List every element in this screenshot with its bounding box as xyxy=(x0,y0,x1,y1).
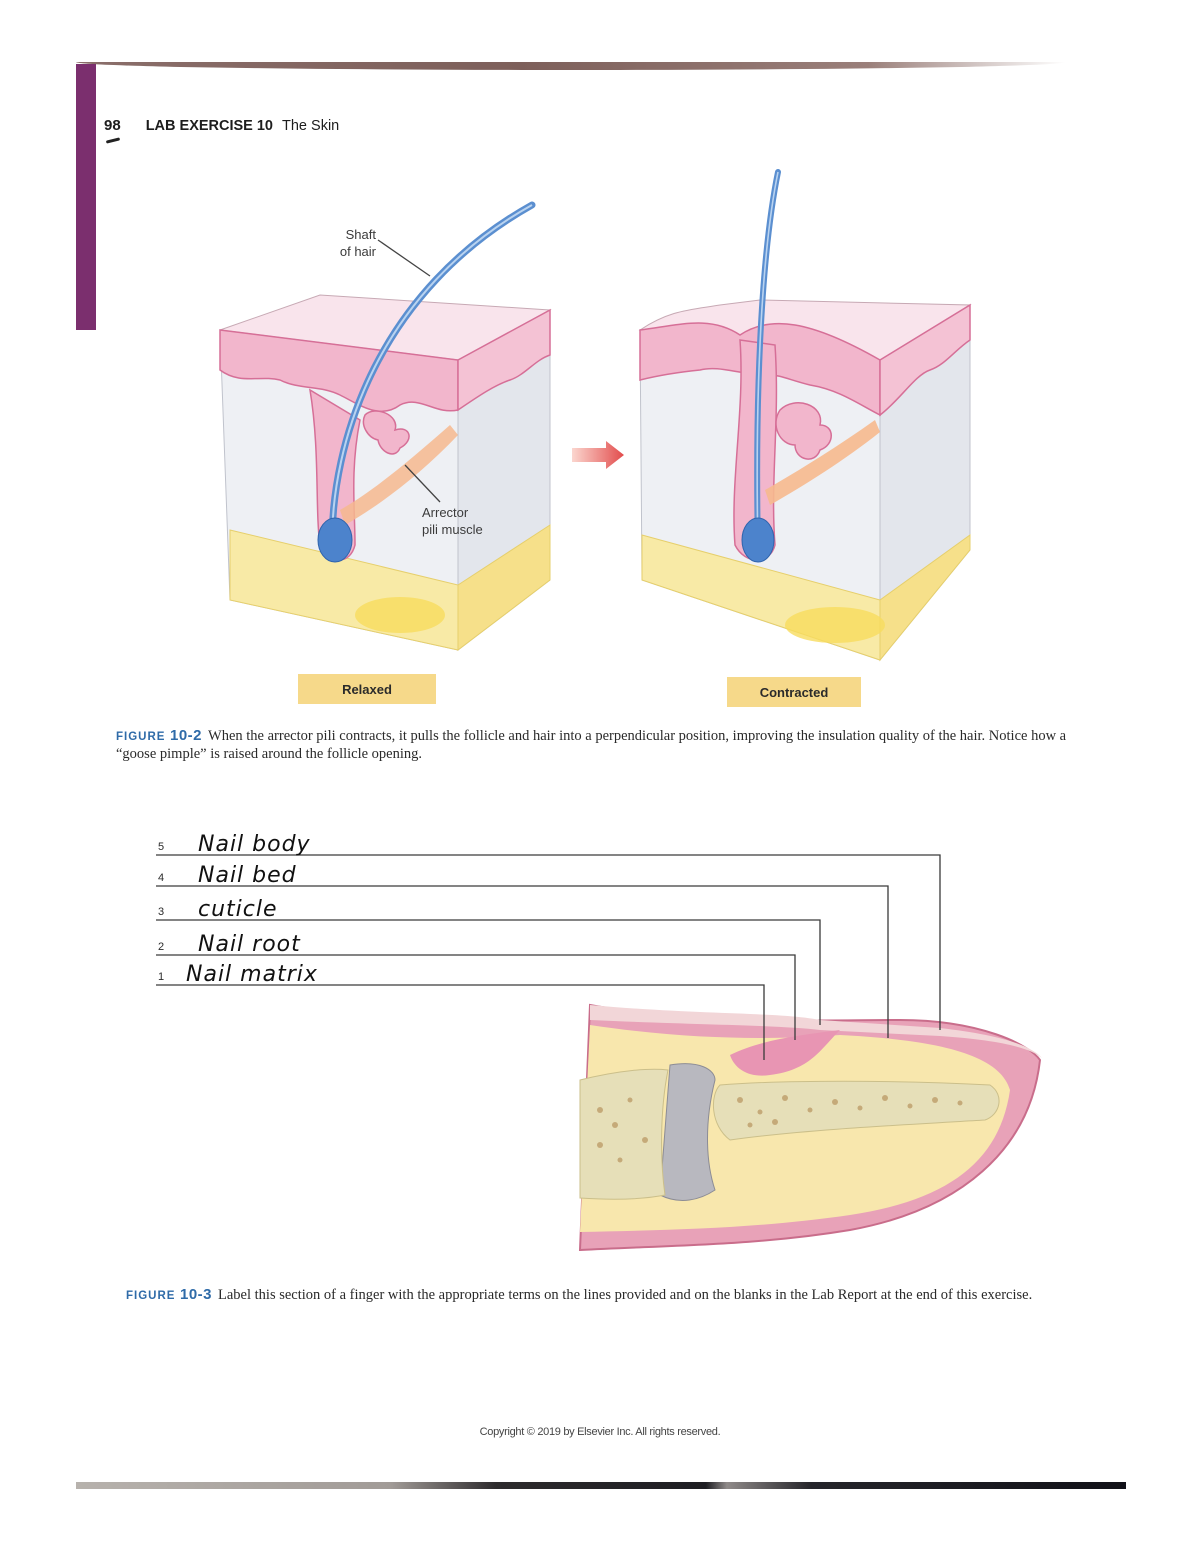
leader-line-4 xyxy=(156,885,889,1038)
handwritten-answer[interactable]: cuticle xyxy=(198,897,278,922)
leader-line-1 xyxy=(156,984,765,1060)
label-row-3[interactable]: 3 cuticle xyxy=(156,894,356,922)
callout-arrector-pili: Arrector pili muscle xyxy=(422,505,483,537)
label-number: 3 xyxy=(158,906,165,918)
figure-label: FIGURE 10-2 xyxy=(116,727,203,744)
handwritten-answer[interactable]: Nail matrix xyxy=(186,962,318,987)
exercise-topic: The Skin xyxy=(282,118,340,134)
label-row-4[interactable]: 4 Nail bed xyxy=(156,860,356,888)
leader-line-5 xyxy=(156,854,941,1030)
label-row-5[interactable]: 5 Nail body xyxy=(156,829,356,857)
label-row-1[interactable]: 1 Nail matrix xyxy=(156,959,356,987)
contracted-skin-illustration xyxy=(638,169,972,662)
page-top-edge xyxy=(76,62,1066,70)
relaxed-skin-illustration xyxy=(219,201,552,652)
handwritten-answer[interactable]: Nail body xyxy=(198,832,311,857)
label-row-2[interactable]: 2 Nail root xyxy=(156,929,356,957)
handwritten-answer[interactable]: Nail root xyxy=(198,932,301,957)
running-header: 98 LAB EXERCISE 10 The Skin xyxy=(104,117,339,134)
leader-line-2 xyxy=(156,954,796,1040)
label-number: 4 xyxy=(158,872,165,884)
page-number: 98 xyxy=(104,117,121,134)
caption-text: When the arrector pili contracts, it pul… xyxy=(116,728,1067,762)
figure-10-3-caption: FIGURE 10-3 Label this section of a finge… xyxy=(126,1286,1066,1305)
contracted-state-badge: Contracted xyxy=(727,677,861,707)
arrow-right-icon xyxy=(572,441,624,469)
label-number: 5 xyxy=(158,841,165,853)
caption-text: Label this section of a finger with the … xyxy=(218,1287,1033,1303)
label-number: 2 xyxy=(158,941,165,953)
relaxed-state-badge: Relaxed xyxy=(298,674,436,704)
copyright-notice: Copyright © 2019 by Elsevier Inc. All ri… xyxy=(479,1426,721,1438)
figure-label: FIGURE 10-3 xyxy=(126,1286,213,1303)
label-number: 1 xyxy=(158,971,165,983)
chapter-tab xyxy=(76,64,96,330)
handwritten-answer[interactable]: Nail bed xyxy=(198,863,297,888)
exercise-title: LAB EXERCISE 10 xyxy=(145,118,274,134)
callout-shaft-of-hair: Shaft of hair xyxy=(339,227,376,259)
figure-10-2: Shaft of hair Arrector pili muscle xyxy=(0,0,1200,762)
leader-line-3 xyxy=(156,919,821,1025)
figure-10-3-leader-lines xyxy=(156,854,1042,1252)
finger-section-illustration xyxy=(578,1003,1042,1252)
page-bottom-edge xyxy=(76,1482,1126,1489)
